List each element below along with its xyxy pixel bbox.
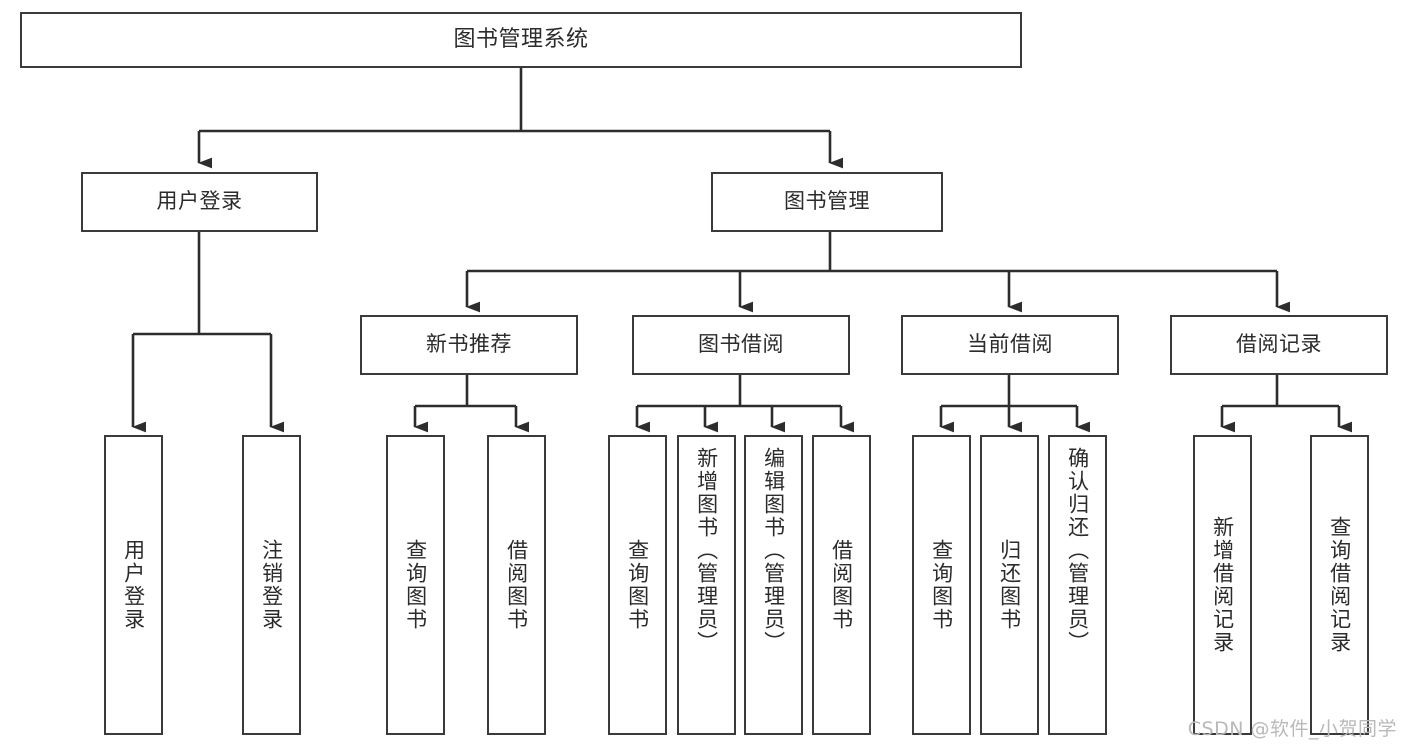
node-book-borrow[interactable]: 图书借阅 (632, 315, 850, 375)
node-leaf-borrow-book-1-label: 借阅图书 (504, 539, 529, 631)
node-book-manage-label: 图书管理 (784, 189, 870, 214)
node-leaf-borrow-book-2-label: 借阅图书 (829, 539, 854, 631)
node-leaf-add-record-label: 新增借阅记录 (1210, 516, 1235, 654)
node-borrow-record[interactable]: 借阅记录 (1170, 315, 1388, 375)
node-current-borrow-label: 当前借阅 (967, 332, 1053, 357)
node-leaf-query-book-2-label: 查询图书 (625, 539, 650, 631)
node-root[interactable]: 图书管理系统 (20, 12, 1022, 68)
node-leaf-borrow-book-2[interactable]: 借阅图书 (812, 435, 871, 735)
node-leaf-logout-login-label: 注销登录 (259, 539, 284, 631)
node-leaf-edit-book[interactable]: 编辑图书（管理员） (744, 435, 803, 735)
node-leaf-query-book-3-label: 查询图书 (929, 539, 954, 631)
node-leaf-confirm-return-label: 确认归还（管理员） (1065, 447, 1090, 654)
node-leaf-return-book[interactable]: 归还图书 (980, 435, 1039, 735)
node-leaf-query-record[interactable]: 查询借阅记录 (1310, 435, 1369, 735)
node-new-book-recommend[interactable]: 新书推荐 (360, 315, 578, 375)
node-book-manage[interactable]: 图书管理 (711, 172, 943, 232)
node-current-borrow[interactable]: 当前借阅 (901, 315, 1119, 375)
node-user-login[interactable]: 用户登录 (81, 172, 318, 232)
node-leaf-borrow-book-1[interactable]: 借阅图书 (487, 435, 546, 735)
node-book-borrow-label: 图书借阅 (698, 332, 784, 357)
node-leaf-query-book-3[interactable]: 查询图书 (912, 435, 971, 735)
node-leaf-add-book-label: 新增图书（管理员） (694, 447, 719, 654)
node-leaf-query-book-1-label: 查询图书 (403, 539, 428, 631)
node-leaf-query-book-1[interactable]: 查询图书 (386, 435, 445, 735)
node-root-label: 图书管理系统 (453, 26, 589, 52)
node-user-login-label: 用户登录 (156, 189, 243, 214)
node-leaf-query-record-label: 查询借阅记录 (1327, 516, 1352, 654)
node-leaf-add-record[interactable]: 新增借阅记录 (1193, 435, 1252, 735)
node-leaf-user-login-label: 用户登录 (121, 539, 146, 631)
node-borrow-record-label: 借阅记录 (1236, 332, 1322, 357)
node-leaf-add-book[interactable]: 新增图书（管理员） (677, 435, 736, 735)
watermark: CSDN @软件_小贺同学 (1187, 718, 1397, 740)
node-leaf-logout-login[interactable]: 注销登录 (242, 435, 301, 735)
node-leaf-edit-book-label: 编辑图书（管理员） (761, 447, 786, 654)
node-new-book-recommend-label: 新书推荐 (426, 332, 512, 357)
node-leaf-user-login[interactable]: 用户登录 (104, 435, 163, 735)
node-leaf-confirm-return[interactable]: 确认归还（管理员） (1048, 435, 1107, 735)
node-leaf-query-book-2[interactable]: 查询图书 (608, 435, 667, 735)
node-leaf-return-book-label: 归还图书 (997, 539, 1022, 631)
